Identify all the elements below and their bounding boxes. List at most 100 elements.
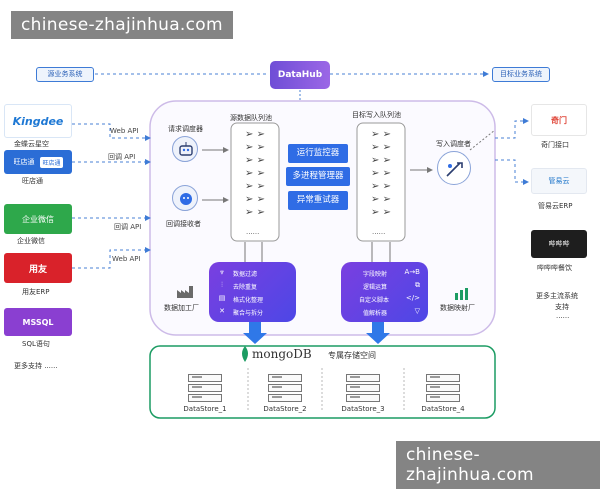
wechat-work-api: 回调 API — [114, 223, 142, 231]
source-queue-label: 源数据队列池 — [230, 114, 272, 122]
data-factory-label: 数据加工厂 — [164, 304, 199, 312]
target-queue-dots: ...... — [372, 228, 386, 236]
source-functions-box: ⩔数据过滤 ⫶去除重复 ▤格式化整理 ✕聚合与拆分 — [209, 262, 296, 322]
kingdee-logo: Kingdee — [4, 104, 72, 138]
qimen-logo-text: 奇门 — [551, 115, 567, 125]
dedupe-icon: ⫶ — [221, 281, 223, 289]
targets-more-line1: 更多主流系统 — [536, 292, 578, 300]
arrow-to-storage-right — [366, 322, 390, 344]
wechat-work-label: 企业微信 — [17, 237, 45, 245]
paper-plane-icon: ➢ ➢ — [371, 155, 391, 166]
targets-more-line2: 支持 — [555, 303, 569, 311]
write-scheduler-icon — [437, 151, 471, 185]
kingdee-label: 金蝶云星空 — [14, 140, 49, 148]
datahub-node: DataHub — [270, 61, 330, 89]
retry-handler-node: 异常重试器 — [288, 191, 348, 210]
guanyi-label: 管易云ERP — [538, 202, 573, 210]
storage-title: 专属存储空间 — [328, 351, 376, 360]
arrow-to-storage-left — [243, 322, 267, 344]
watermark-bottom: chinese-zhajinhua.com — [396, 441, 600, 489]
wangdiantong-label: 旺店通 — [22, 177, 43, 185]
paper-plane-icon: ➢ ➢ — [245, 194, 265, 205]
mssql-label: SQL语句 — [22, 340, 50, 348]
server-icon — [346, 384, 380, 392]
wangdiantong-logo: 旺店通 旺店通 — [4, 150, 72, 174]
server-icon — [188, 394, 222, 402]
guanyi-logo: 管易云 — [531, 168, 587, 194]
server-icon — [426, 384, 460, 392]
server-icon — [188, 374, 222, 382]
server-icon — [346, 394, 380, 402]
func-script: 自定义脚本</> — [359, 294, 420, 304]
robot-icon — [172, 136, 198, 162]
wangdiantong-api: 回调 API — [108, 153, 136, 161]
arrow-write-to-target — [469, 129, 496, 151]
mongodb-label: mongoDB — [252, 347, 312, 361]
datastore-1: DataStore_1 — [170, 372, 240, 413]
receiver-robot-icon — [172, 185, 198, 211]
source-queue-planes: ➢ ➢➢ ➢➢ ➢➢ ➢➢ ➢➢ ➢➢ ➢ — [236, 128, 274, 228]
sources-more: 更多支持 ...... — [14, 362, 58, 370]
factory-icon — [176, 284, 194, 298]
yonyou-logo: 用友 — [4, 253, 72, 283]
paper-plane-icon: ➢ ➢ — [371, 181, 391, 192]
paper-plane-icon: ➢ ➢ — [371, 207, 391, 218]
server-icon — [426, 374, 460, 382]
datastore-3: DataStore_3 — [328, 372, 398, 413]
func-format: ▤格式化整理 — [218, 294, 264, 304]
paper-plane-icon: ➢ ➢ — [371, 142, 391, 153]
mssql-logo: MSSQL — [4, 308, 72, 336]
target-queue-planes: ➢ ➢ ➢ ➢ ➢ ➢ ➢ ➢ ➢ ➢ ➢ ➢ ➢ ➢ — [362, 128, 400, 228]
write-scheduler-label: 写入调度者 — [436, 140, 471, 148]
mapping-factory-icon — [454, 286, 470, 300]
targets-more-dots: ...... — [556, 312, 570, 320]
link-guanyi — [495, 159, 529, 185]
server-icon — [268, 384, 302, 392]
kingdee-logo-text: Kingdee — [12, 114, 64, 128]
paper-plane-icon: ➢ ➢ — [245, 155, 265, 166]
parser-icon: ▽ — [414, 307, 420, 315]
paper-plane-icon: ➢ ➢ — [245, 181, 265, 192]
bibibi-logo: 哔哔哔 — [531, 230, 587, 258]
paper-plane-icon: ➢ ➢ — [371, 168, 391, 179]
logic-icon: ⧉ — [415, 281, 420, 289]
bibibi-label: 哔哔哔餐饮 — [537, 264, 572, 272]
yonyou-api: Web API — [112, 255, 141, 263]
guanyi-logo-text: 管易云 — [548, 177, 570, 185]
bibibi-logo-text: 哔哔哔 — [548, 240, 570, 248]
target-queue-pool — [356, 122, 406, 242]
paper-plane-icon: ➢ ➢ — [245, 129, 265, 140]
run-monitor-node: 运行监控器 — [288, 144, 348, 163]
mssql-logo-text: MSSQL — [22, 317, 54, 327]
target-queue-label: 目标写入队列池 — [352, 111, 401, 119]
multiprocess-manager-node: 多进程管理器 — [286, 167, 350, 186]
yonyou-label: 用友ERP — [22, 288, 50, 296]
func-value-parser: 值解析器▽ — [363, 307, 420, 317]
source-system-pill: 源业务系统 — [36, 67, 94, 82]
source-queue-pool — [230, 122, 280, 242]
qimen-label: 奇门接口 — [541, 141, 569, 149]
callback-receiver-label: 回调接收者 — [166, 220, 201, 228]
datastore-2: DataStore_2 — [250, 372, 320, 413]
mapping-factory-label: 数据映射厂 — [440, 304, 475, 312]
watermark-top: chinese-zhajinhua.com — [11, 11, 233, 39]
link-yonyou — [72, 247, 151, 269]
mongodb-leaf-icon — [240, 346, 250, 362]
wechat-work-logo: 企业微信 — [4, 204, 72, 234]
paper-plane-icon: ➢ ➢ — [371, 129, 391, 140]
func-dedupe: ⫶去除重复 — [209, 281, 296, 294]
paper-plane-icon: ➢ ➢ — [371, 194, 391, 205]
wangdiantong-logo-badge: 旺店通 — [40, 156, 63, 168]
server-icon — [268, 394, 302, 402]
server-icon — [426, 394, 460, 402]
source-queue-dots: ...... — [246, 228, 260, 236]
server-icon — [268, 374, 302, 382]
paper-plane-icon: ➢ ➢ — [245, 142, 265, 153]
target-system-pill: 目标业务系统 — [492, 67, 550, 82]
code-icon: </> — [405, 294, 420, 302]
func-merge: ✕聚合与拆分 — [209, 307, 296, 320]
paper-plane-icon: ➢ ➢ — [245, 168, 265, 179]
